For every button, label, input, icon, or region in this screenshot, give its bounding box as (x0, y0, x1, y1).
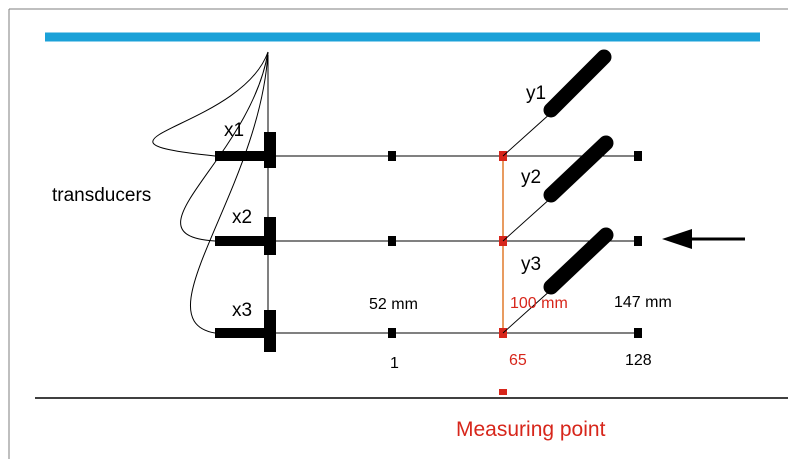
probe-y3 (543, 227, 614, 295)
label-y1: y1 (526, 83, 546, 104)
transducer-x1 (215, 132, 276, 168)
label-transducers: transducers (52, 185, 151, 206)
label-y3: y3 (521, 254, 541, 275)
probe-connectors (502, 111, 553, 334)
transducer-x3 (215, 310, 276, 352)
label-index-last: 128 (625, 352, 652, 369)
label-dist-measure: 100 mm (510, 295, 568, 312)
label-index-measure: 65 (509, 352, 527, 369)
label-x1: x1 (224, 120, 244, 141)
label-dist-last: 147 mm (614, 294, 672, 311)
probe-y1 (543, 49, 612, 118)
probes (543, 49, 614, 295)
arrow-left-icon (662, 229, 745, 249)
measurement-beams (276, 155, 637, 334)
label-dist-first: 52 mm (369, 296, 418, 313)
label-y2: y2 (521, 167, 541, 188)
label-x3: x3 (232, 300, 252, 321)
transducer-cables (152, 51, 269, 334)
label-index-first: 1 (390, 355, 399, 372)
measuring-point-label: Measuring point (456, 418, 606, 441)
gate-markers (388, 151, 642, 338)
transducer-x2 (215, 217, 276, 255)
probe-y2 (543, 135, 614, 203)
label-x2: x2 (232, 207, 252, 228)
